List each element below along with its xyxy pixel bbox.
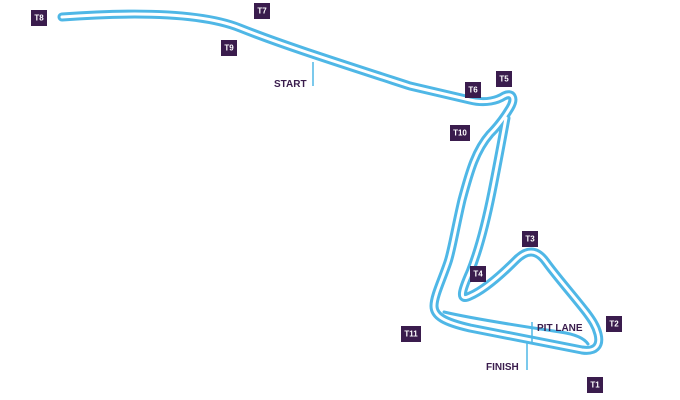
track-outline bbox=[57, 9, 604, 355]
turn-marker-t11: T11 bbox=[401, 326, 421, 342]
turn-marker-t4: T4 bbox=[470, 266, 486, 282]
svg-text:T7: T7 bbox=[257, 7, 267, 16]
pit-lane-label: PIT LANE bbox=[537, 323, 583, 334]
svg-text:T6: T6 bbox=[468, 86, 478, 95]
turn-marker-t9: T9 bbox=[221, 40, 237, 56]
pit-lane-path bbox=[442, 310, 590, 346]
start-label: START bbox=[274, 79, 307, 90]
turn-marker-t10: T10 bbox=[450, 125, 470, 141]
turn-marker-t7: T7 bbox=[254, 3, 270, 19]
svg-text:T1: T1 bbox=[590, 381, 600, 390]
svg-text:T10: T10 bbox=[453, 129, 467, 138]
svg-text:T3: T3 bbox=[525, 235, 535, 244]
turn-marker-t6: T6 bbox=[465, 82, 481, 98]
svg-text:T5: T5 bbox=[499, 75, 509, 84]
track-inner bbox=[60, 12, 601, 352]
svg-text:T2: T2 bbox=[609, 320, 619, 329]
turn-marker-t2: T2 bbox=[606, 316, 622, 332]
turn-marker-t5: T5 bbox=[496, 71, 512, 87]
svg-text:T9: T9 bbox=[224, 44, 234, 53]
turn-marker-t3: T3 bbox=[522, 231, 538, 247]
track bbox=[57, 9, 604, 355]
turn-marker-t1: T1 bbox=[587, 377, 603, 393]
svg-text:T4: T4 bbox=[473, 270, 483, 279]
svg-text:T11: T11 bbox=[404, 330, 418, 339]
turn-marker-t8: T8 bbox=[31, 10, 47, 26]
finish-label: FINISH bbox=[486, 362, 519, 373]
svg-text:T8: T8 bbox=[34, 14, 44, 23]
